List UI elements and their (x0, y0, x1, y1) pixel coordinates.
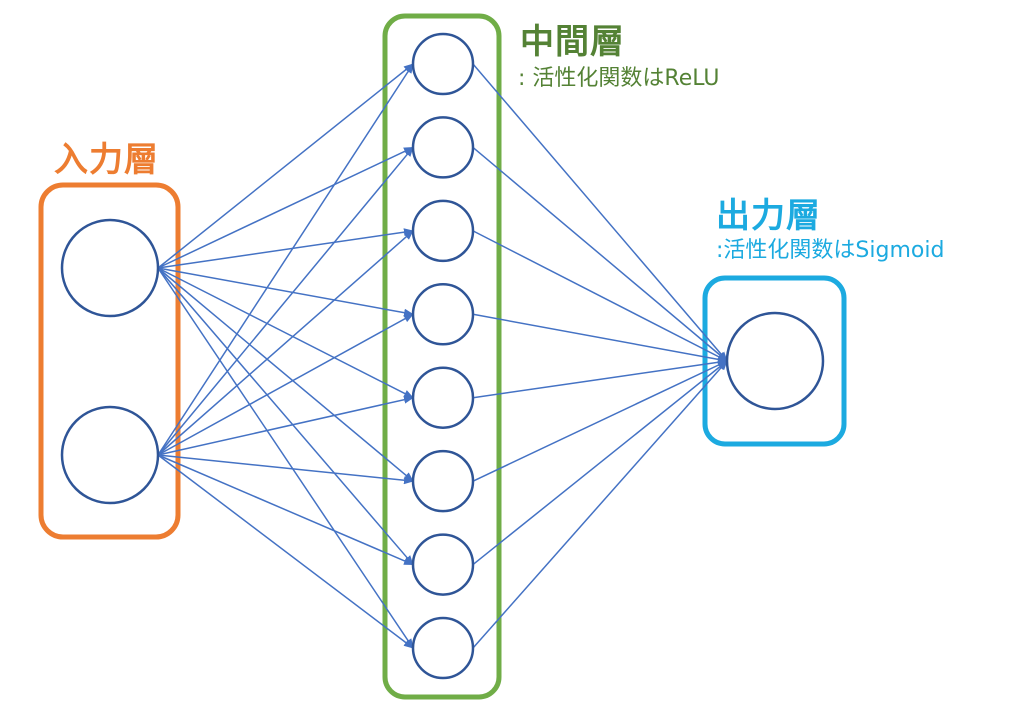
edge-input-to-hidden (157, 313, 414, 456)
edge-hidden-to-output (472, 360, 728, 482)
edge-input-to-hidden (157, 267, 414, 317)
hidden-node (411, 366, 475, 429)
edge-input-to-hidden (157, 454, 414, 485)
edge-input-to-hidden (157, 267, 414, 399)
edge-input-to-hidden (157, 63, 414, 456)
edge-hidden-to-output (472, 360, 728, 566)
edge-input-to-hidden (157, 267, 414, 482)
edge-input-to-hidden (157, 63, 414, 269)
hidden-node (411, 616, 475, 680)
hidden-layer-title: 中間層 (520, 22, 625, 62)
output-layer-activation: :活性化関数はSigmoid (716, 238, 945, 263)
hidden-node (411, 199, 475, 263)
edge-hidden-to-output (472, 146, 728, 362)
output-layer-box (702, 275, 847, 447)
hidden-layer-box (382, 13, 502, 700)
edge-hidden-to-output (472, 63, 728, 362)
edge-hidden-to-output (472, 360, 728, 649)
edge-input-to-hidden (157, 230, 414, 456)
hidden-node (411, 449, 475, 513)
edge-input-to-hidden (157, 267, 414, 649)
hidden-layer-activation: : 活性化関数はReLU (518, 66, 720, 91)
input-node (60, 405, 160, 505)
edge-input-to-hidden (157, 395, 414, 456)
edge-hidden-to-output (472, 358, 728, 399)
edge-input-to-hidden (157, 146, 414, 269)
input-layer-title: 入力層 (54, 140, 159, 180)
edge-input-to-hidden (157, 228, 414, 269)
input-node (60, 218, 160, 318)
edge-input-to-hidden (157, 454, 414, 566)
edge-input-to-hidden (157, 267, 414, 566)
hidden-node (411, 116, 475, 179)
output-node (725, 311, 825, 411)
edge-input-to-hidden (157, 454, 414, 649)
edge-hidden-to-output (472, 313, 728, 364)
hidden-node (411, 283, 475, 346)
input-layer-box (38, 182, 181, 540)
edge-hidden-to-output (472, 230, 728, 362)
edge-input-to-hidden (157, 146, 414, 456)
output-layer-title: 出力層 (716, 196, 821, 236)
hidden-node (411, 533, 475, 596)
hidden-node (411, 32, 475, 96)
